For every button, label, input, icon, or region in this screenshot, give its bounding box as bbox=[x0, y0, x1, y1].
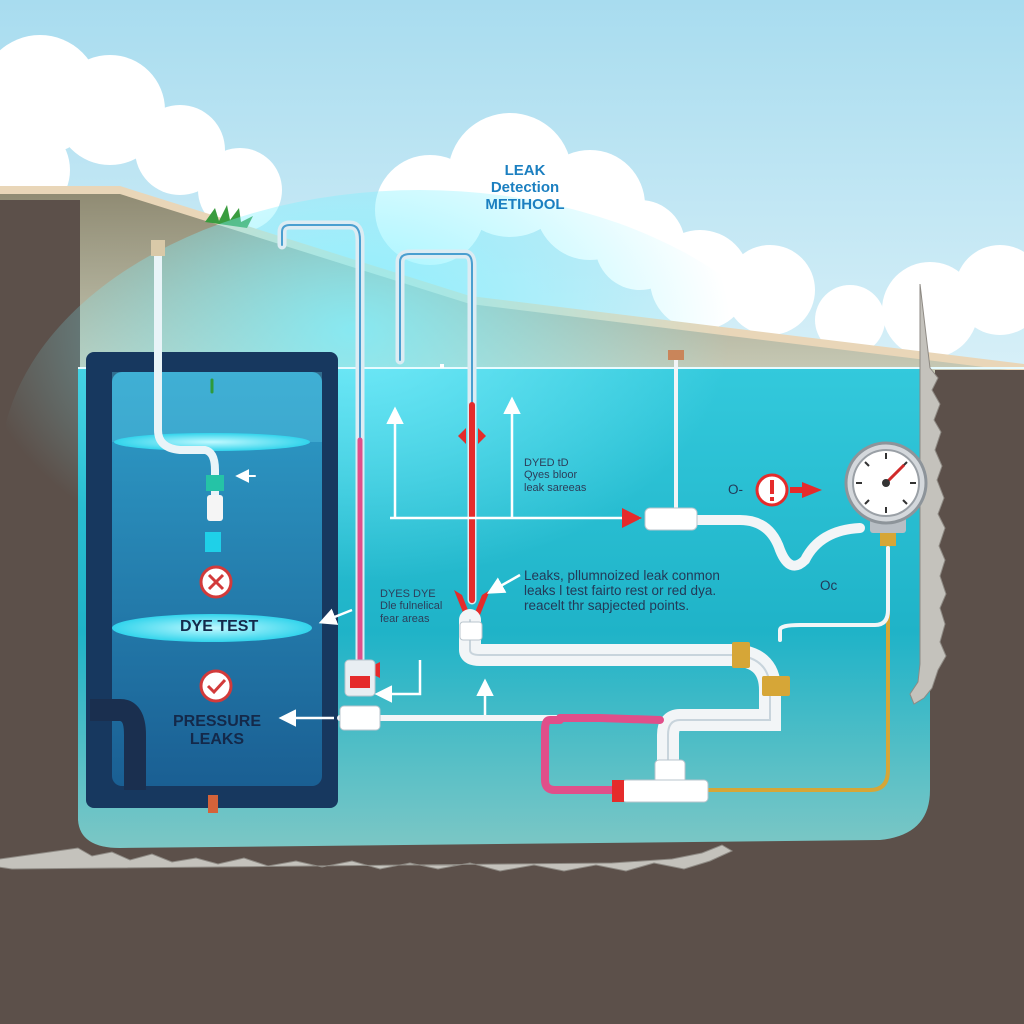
pressure-leaks-line: PRESSURE bbox=[172, 713, 262, 730]
pipe-network bbox=[337, 353, 890, 801]
pressure-leaks-line: LEAKS bbox=[189, 730, 245, 748]
misc-mark-label: Oc bbox=[820, 578, 838, 593]
annotation-line: DYED tD bbox=[524, 457, 569, 469]
annotation-line: Leaks, pllumnoized leak conmon bbox=[524, 568, 720, 583]
tank-water-disk-mid bbox=[112, 614, 312, 642]
annotation-line: leaks l test fairto rest or red dya. bbox=[524, 583, 717, 599]
pipe-fittings bbox=[339, 350, 896, 803]
tank-inlet-pipe bbox=[151, 240, 256, 552]
pressure-leaks-label: PRESSURE LEAKS bbox=[168, 713, 266, 749]
title-line: METIHOOL bbox=[485, 195, 565, 213]
annotation-line: fear areas bbox=[380, 612, 430, 625]
diagram-title: LEAK Detection METIHOOL bbox=[450, 162, 600, 213]
annotation-line: DYES DYE bbox=[380, 588, 436, 600]
tank-water-disk-top bbox=[114, 433, 310, 451]
soil-bottom bbox=[0, 850, 1024, 1024]
check-circle-icon bbox=[199, 669, 233, 703]
title-line: LEAK bbox=[504, 162, 546, 179]
annotation-line: Qyes bloor bbox=[524, 469, 578, 482]
annotation-line: reacelt thr sapjected points. bbox=[524, 598, 690, 614]
red-arrow-valve bbox=[622, 508, 642, 528]
annotation-line: leak sareeas bbox=[524, 481, 587, 494]
rock-edge bbox=[0, 283, 947, 872]
dye-test-label: DYE TEST bbox=[180, 618, 259, 635]
dyed-annotation: DYED tD Qyes bloor leak sareeas bbox=[524, 457, 586, 494]
flow-arrows bbox=[278, 396, 640, 727]
exclamation-circle-icon bbox=[755, 473, 789, 507]
x-circle-icon bbox=[199, 565, 233, 599]
gauge-marker-label: O- bbox=[728, 482, 743, 497]
title-line: Detection bbox=[490, 178, 560, 196]
riser-pipes bbox=[277, 220, 477, 665]
annotation-line: Dle fulnelical bbox=[380, 600, 443, 613]
red-dye-burst bbox=[454, 590, 490, 630]
red-arrows-top bbox=[458, 428, 486, 444]
dyes-annotation: DYES DYE Dle fulnelical fear areas bbox=[380, 588, 442, 625]
leaks-annotation: Leaks, pllumnoized leak conmon leaks l t… bbox=[524, 568, 720, 613]
pressure-gauge-icon bbox=[844, 441, 928, 533]
red-arrow-gauge bbox=[790, 482, 822, 498]
